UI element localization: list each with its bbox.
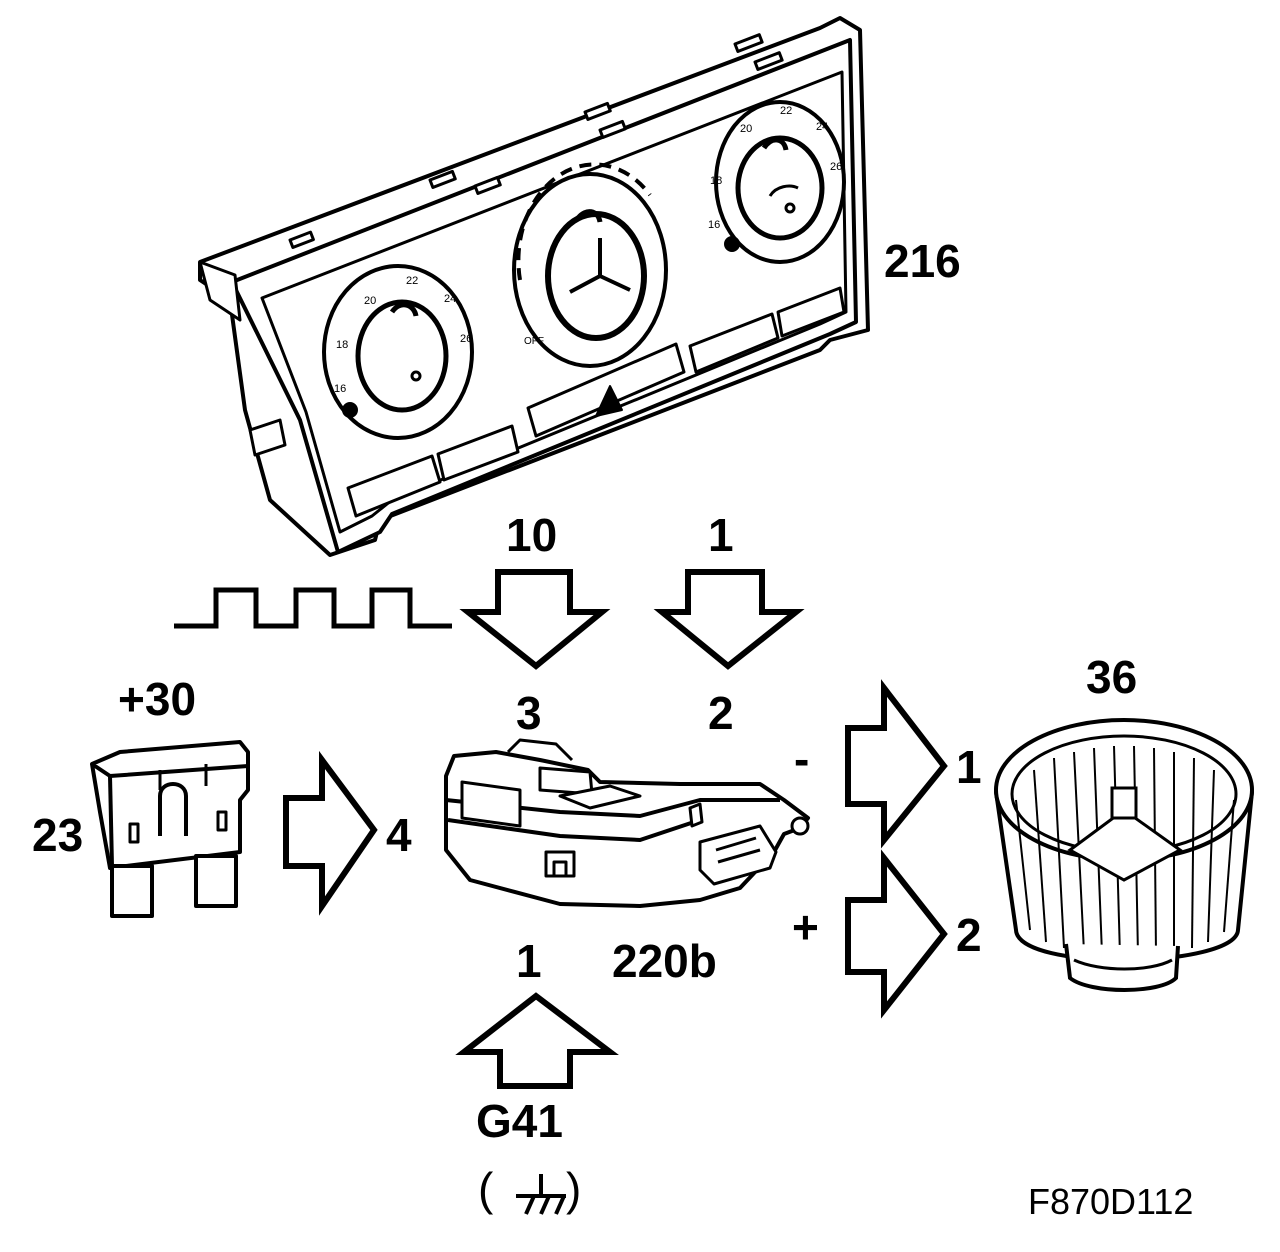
scale-label: 16 [708, 219, 720, 231]
arrow-down-pin10 [459, 569, 611, 670]
arrow-neg-to-motor-pin1 [845, 679, 948, 849]
scale-label: 24 [444, 293, 456, 305]
pin-4-label: 4 [386, 809, 412, 861]
ground-ref-label: G41 [476, 1095, 563, 1147]
scale-label: 26 [460, 333, 472, 345]
pin-10-label: 10 [506, 509, 558, 561]
left-knob-scale: 16 18 20 22 24 26 [334, 275, 472, 395]
pos-polarity-label: + [792, 901, 819, 953]
blower-motor-ref-label: 36 [1086, 651, 1138, 703]
scale-label: 24 [816, 121, 828, 133]
arrow-pos-to-motor-pin2 [845, 849, 948, 1019]
motor-pin-1-label: 1 [956, 741, 982, 793]
fuse-ref-label: 23 [32, 809, 84, 861]
fuse-23 [90, 740, 250, 918]
scale-label: 18 [710, 175, 722, 187]
ground-paren-open: ( [478, 1163, 494, 1215]
scale-label: 16 [334, 383, 346, 395]
pin-1-ground-label: 1 [516, 935, 542, 987]
pin-2-module-label: 2 [708, 687, 734, 739]
module-ref-label: 220b [612, 935, 717, 987]
neg-polarity-label: - [794, 733, 810, 785]
ground-icon [516, 1174, 566, 1215]
ground-paren-close: ) [566, 1163, 582, 1215]
scale-label: 20 [364, 295, 376, 307]
right-knob-scale: 16 18 20 22 24 26 [708, 105, 842, 231]
supply-plus30-label: +30 [118, 673, 197, 725]
scale-label: 20 [740, 123, 752, 135]
blower-motor-36 [993, 718, 1255, 992]
pwm-signal-waveform [174, 587, 452, 629]
fan-control-module-220b [444, 738, 810, 908]
motor-pin-2-label: 2 [956, 909, 982, 961]
arrow-fuse-to-pin4 [283, 750, 378, 916]
pin-1-control-label: 1 [708, 509, 734, 561]
control-panel-ref-label: 216 [884, 235, 961, 287]
scale-label: 22 [780, 105, 792, 117]
scale-label: 22 [406, 275, 418, 287]
pin-3-label: 3 [516, 687, 542, 739]
center-off-label: OFF [524, 336, 544, 347]
figure-code-label: F870D112 [1028, 1181, 1194, 1222]
arrow-down-pin1 [653, 569, 805, 670]
scale-label: 26 [830, 161, 842, 173]
scale-label: 18 [336, 339, 348, 351]
control-panel-216 [198, 16, 870, 557]
arrow-up-from-ground [455, 992, 619, 1089]
